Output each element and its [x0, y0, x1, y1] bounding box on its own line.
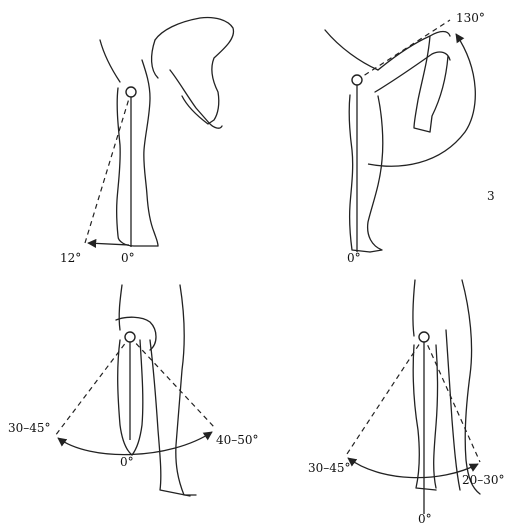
panel-rotation: 30–45° 20–30° 0°	[308, 280, 505, 525]
flexion-arc	[368, 34, 475, 166]
extension-limit-label: 12°	[60, 251, 81, 265]
extension-limit-line	[85, 92, 131, 243]
rotation-right-label: 20–30°	[462, 473, 505, 487]
rotation-arc	[348, 458, 478, 478]
leg-outline-flexion	[325, 30, 450, 252]
panel-flexion: 130° 0° 3	[325, 11, 495, 265]
extension-neutral-label: 0°	[121, 251, 135, 265]
hip-pivot-marker	[352, 75, 362, 85]
flexion-limit-label: 130°	[456, 11, 485, 25]
rotation-left-label: 30–45°	[308, 461, 351, 475]
hip-pivot-marker	[126, 87, 136, 97]
rotation-neutral-label: 0°	[418, 512, 432, 525]
abduction-left-label: 30–45°	[8, 421, 51, 435]
external-rotation-limit-line	[345, 337, 424, 457]
panel-extension: 12° 0°	[60, 17, 234, 265]
hip-pivot-marker	[419, 332, 429, 342]
flexion-neutral-label: 0°	[347, 251, 361, 265]
abduction-neutral-label: 0°	[120, 455, 134, 469]
abduction-right-label: 40–50°	[216, 433, 259, 447]
figure-number: 3	[487, 189, 495, 203]
flexion-limit-line	[357, 20, 450, 80]
leg-outline-extension	[100, 17, 234, 246]
hip-pivot-marker	[125, 332, 135, 342]
abduction-limit-line	[55, 337, 130, 436]
panel-abduction-adduction: 30–45° 40–50° 0°	[8, 285, 259, 496]
